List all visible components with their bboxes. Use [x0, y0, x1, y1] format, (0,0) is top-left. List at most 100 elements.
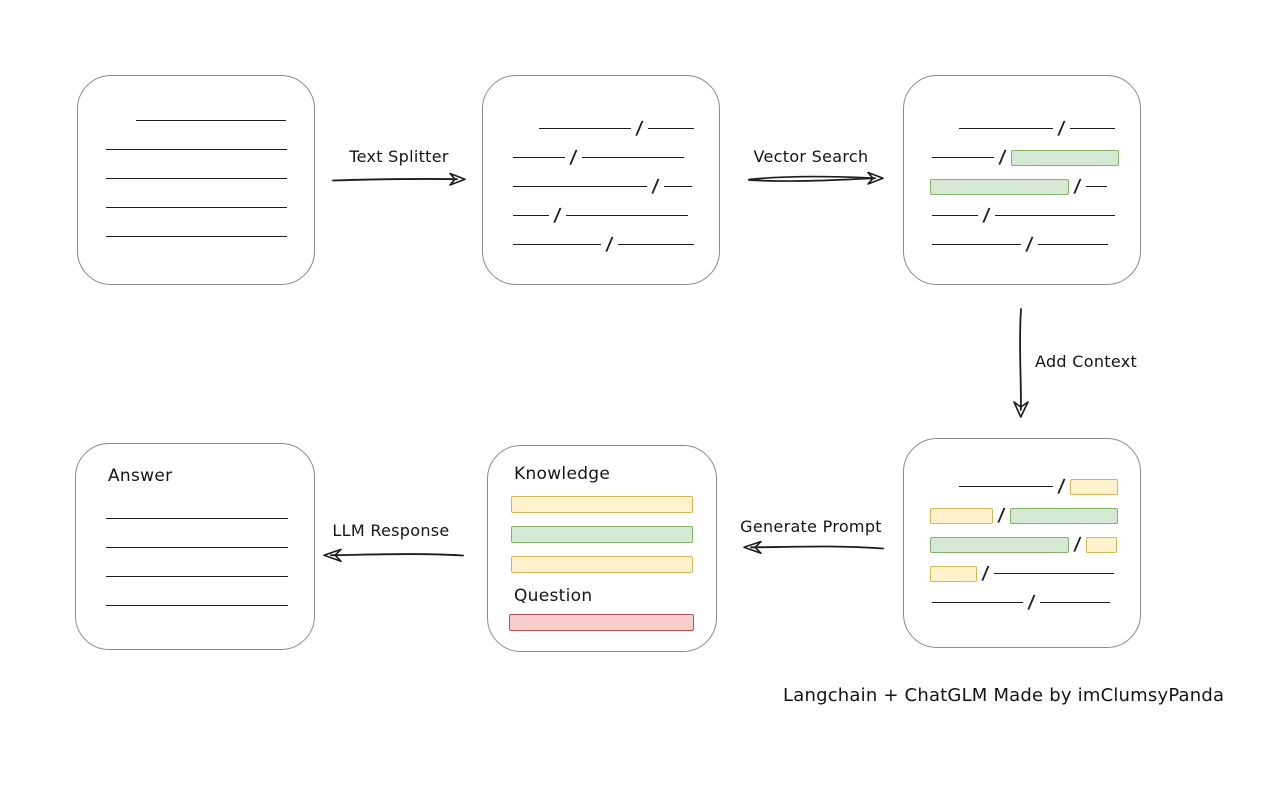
vector-matches-lines: / / / / / — [904, 114, 1140, 259]
vector-search-arrow-icon — [748, 171, 884, 185]
text-line — [106, 605, 288, 606]
text-line — [106, 178, 287, 179]
text-gap — [904, 602, 932, 603]
text-slash: / — [1024, 233, 1034, 255]
text-slash: / — [981, 204, 991, 226]
green-highlight-chip — [930, 178, 1069, 195]
text-gap — [78, 207, 106, 208]
green-highlight-chip — [930, 536, 1069, 553]
add-context-arrow-icon — [1013, 308, 1029, 418]
text-line — [513, 244, 601, 245]
question-label: Question — [514, 586, 593, 606]
text-line — [932, 244, 1021, 245]
text-gap — [76, 605, 106, 606]
prompt-box: Knowledge Question — [487, 445, 717, 652]
generate-prompt-arrow-icon — [743, 540, 884, 554]
text-gap — [483, 186, 513, 187]
text-line — [1039, 602, 1110, 603]
text-slash: / — [1072, 533, 1082, 555]
add-context-label: Add Context — [1035, 352, 1138, 371]
text-gap — [78, 178, 106, 179]
text-slash: / — [1026, 591, 1036, 613]
text-slash: / — [1056, 475, 1066, 497]
green-bar — [511, 526, 693, 543]
yellow-bar — [511, 496, 693, 513]
green-highlight-chip — [1009, 507, 1118, 524]
llm-response-label: LLM Response — [332, 521, 450, 540]
text-gap — [76, 576, 106, 577]
text-splitter-arrow-icon — [332, 172, 466, 186]
text-gap — [904, 128, 959, 129]
text-slash: / — [996, 504, 1006, 526]
text-slash: / — [1056, 117, 1066, 139]
yellow-highlight-chip — [1069, 478, 1118, 495]
text-slash: / — [1072, 175, 1082, 197]
text-gap — [78, 120, 136, 121]
knowledge-bars — [511, 496, 693, 586]
question-bar — [509, 614, 694, 644]
knowledge-label: Knowledge — [514, 464, 611, 484]
text-line — [106, 547, 288, 548]
text-gap — [904, 215, 932, 216]
text-line — [539, 128, 631, 129]
text-gap — [483, 128, 539, 129]
text-line — [932, 157, 994, 158]
answer-label: Answer — [108, 466, 173, 486]
text-line — [581, 157, 684, 158]
document-lines — [78, 106, 314, 251]
text-line — [513, 186, 647, 187]
text-gap — [76, 518, 106, 519]
llm-response-arrow-icon — [323, 548, 464, 562]
text-line — [106, 207, 287, 208]
text-gap — [76, 547, 106, 548]
text-splitter-label: Text Splitter — [349, 147, 449, 166]
text-gap — [904, 186, 930, 187]
text-gap — [483, 215, 513, 216]
answer-lines — [76, 504, 314, 620]
green-highlight-chip — [1010, 149, 1119, 166]
text-line — [1037, 244, 1108, 245]
text-line — [932, 602, 1023, 603]
vector-search-label: Vector Search — [753, 147, 869, 166]
text-gap — [904, 515, 930, 516]
text-line — [647, 128, 694, 129]
text-line — [565, 215, 688, 216]
text-line — [106, 149, 287, 150]
text-line — [1085, 186, 1107, 187]
text-gap — [904, 486, 959, 487]
text-slash: / — [568, 146, 578, 168]
text-line — [663, 186, 692, 187]
text-slash: / — [997, 146, 1007, 168]
text-line — [617, 244, 694, 245]
yellow-highlight-chip — [930, 507, 993, 524]
document-box — [77, 75, 315, 285]
text-line — [106, 236, 287, 237]
text-line — [993, 573, 1114, 574]
answer-box: Answer — [75, 443, 315, 650]
text-gap — [904, 157, 932, 158]
text-gap — [904, 244, 932, 245]
context-fragments-lines: / / / / / — [904, 472, 1140, 617]
context-fragments-box: / / / / / — [903, 438, 1141, 648]
text-gap — [78, 236, 106, 237]
text-slash: / — [604, 233, 614, 255]
vector-matches-box: / / / / / — [903, 75, 1141, 285]
text-slash: / — [634, 117, 644, 139]
text-slash: / — [650, 175, 660, 197]
text-line — [1069, 128, 1115, 129]
text-line — [136, 120, 286, 121]
text-gap — [483, 157, 513, 158]
split-text-lines: / / / / / — [483, 114, 719, 259]
text-line — [106, 576, 288, 577]
text-gap — [483, 244, 513, 245]
text-line — [513, 157, 565, 158]
generate-prompt-label: Generate Prompt — [740, 517, 882, 536]
text-line — [959, 486, 1053, 487]
text-slash: / — [552, 204, 562, 226]
red-bar — [509, 614, 694, 631]
yellow-highlight-chip — [930, 565, 977, 582]
text-slash: / — [980, 562, 990, 584]
text-line — [959, 128, 1053, 129]
text-gap — [904, 544, 930, 545]
